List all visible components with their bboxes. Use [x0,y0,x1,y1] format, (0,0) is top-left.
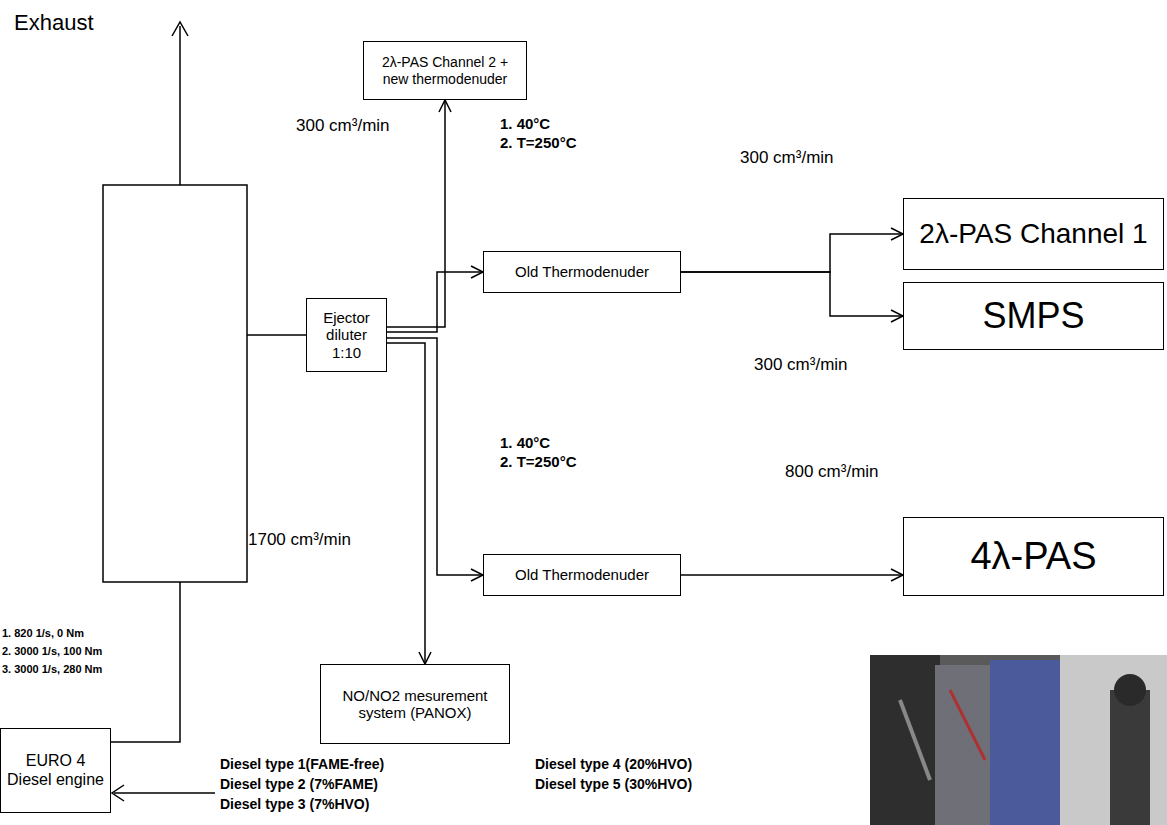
flow-connector [681,228,903,272]
box-text: Ejector diluter 1:10 [312,309,381,361]
flow-connector [387,266,483,332]
box-text: Old Thermodenuder [515,263,649,280]
diluter-box: Ejector diluter 1:10 [306,298,387,372]
box-text: SMPS [982,295,1084,336]
engine-pipe [111,582,180,742]
fuel-label: Diesel type 4 (20%HVO) [535,756,692,772]
flow-connector [387,100,451,327]
exhaust-pipe-box [103,185,247,582]
operating-point: 2. 3000 1/s, 100 Nm [2,645,102,658]
instrument-box: 2λ-PAS Channel 2 + new thermodenuder [363,41,527,100]
flow-label: 800 cm³/min [785,462,879,482]
fuel-label: Diesel type 1(FAME-free) [220,756,384,772]
box-text: 2λ-PAS Channel 1 [919,218,1147,250]
instrument-box: SMPS [903,282,1164,350]
flow-connector [387,338,483,581]
outlet-label: Exhaust [14,10,94,35]
setup-photo [870,655,1167,825]
operating-point: 1. 820 1/s, 0 Nm [2,627,84,640]
flow-label: 300 cm³/min [754,355,848,375]
box-text: 4λ-PAS [970,535,1096,579]
thermodenuder-box: Old Thermodenuder [483,554,681,596]
temperature-label: 1. 40°C [500,115,550,132]
flow-connector [681,272,903,322]
measurement-box: NO/NO2 mesurement system (PANOX) [320,664,510,744]
fuel-label: Diesel type 2 (7%FAME) [220,776,378,792]
instrument-box: 2λ-PAS Channel 1 [903,198,1164,270]
flow-label: 300 cm³/min [296,116,390,136]
temperature-label: 2. T=250°C [500,453,576,470]
flow-label: 300 cm³/min [740,148,834,168]
flow-label: 1700 cm³/min [248,530,351,550]
temperature-label: 2. T=250°C [500,134,576,151]
exhaust-arrow [172,22,188,185]
fuel-label: Diesel type 3 (7%HVO) [220,796,369,812]
box-text: Old Thermodenuder [515,566,649,583]
box-text: NO/NO2 mesurement system (PANOX) [326,687,504,722]
box-text: EURO 4 Diesel engine [6,752,105,789]
fuel-label: Diesel type 5 (30%HVO) [535,776,692,792]
box-text: 2λ-PAS Channel 2 + new thermodenuder [369,54,521,86]
instrument-box: 4λ-PAS [903,517,1164,596]
pipe-to-diluter [247,334,306,336]
flow-connector [681,569,903,581]
fuel-arrow [112,785,215,801]
thermodenuder-box: Old Thermodenuder [483,251,681,293]
engine-box: EURO 4 Diesel engine [0,728,111,813]
operating-point: 3. 3000 1/s, 280 Nm [2,663,102,676]
temperature-label: 1. 40°C [500,434,550,451]
flow-connector [387,343,431,664]
